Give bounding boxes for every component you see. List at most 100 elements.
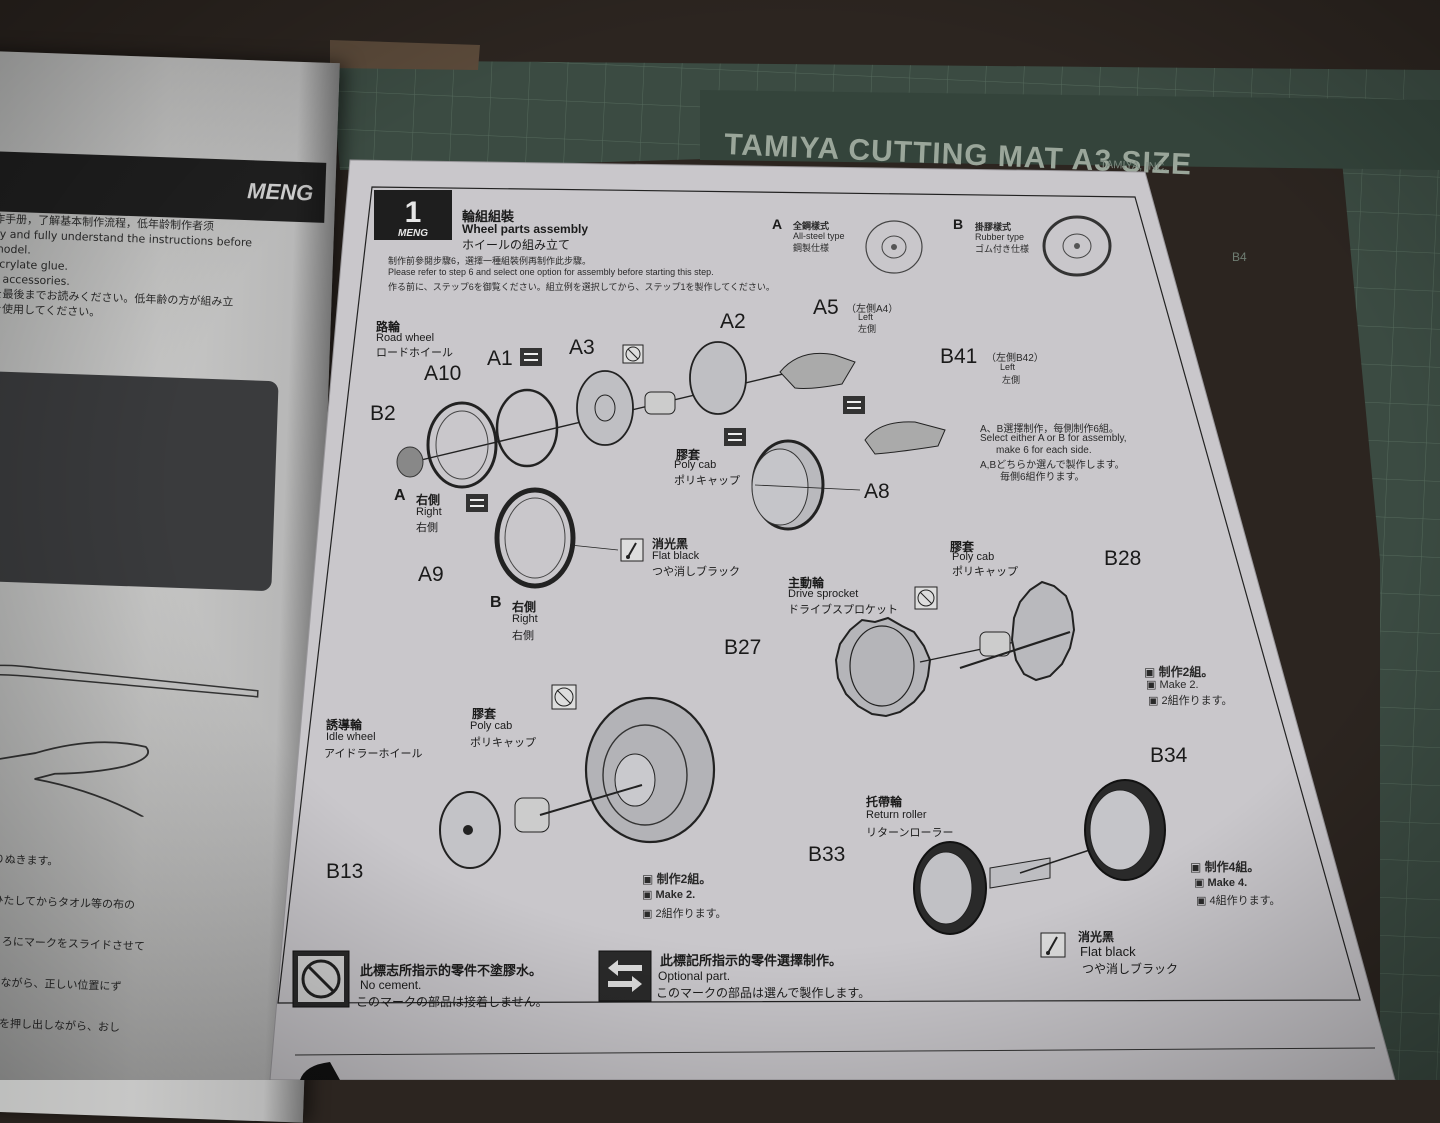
step-note-cn: 制作前參閱步驟6，選擇一種組裝例再制作此步驟。 bbox=[388, 256, 592, 266]
label-b28: B28 bbox=[1104, 547, 1142, 570]
part-a10-rim bbox=[426, 401, 498, 489]
right-b-en: Right bbox=[512, 613, 538, 625]
right-a-en: Right bbox=[416, 506, 442, 518]
option-b-letter: B bbox=[953, 216, 964, 232]
drive-sprocket-en: Drive sprocket bbox=[788, 588, 859, 600]
drive-sprocket-diagram bbox=[834, 580, 1076, 718]
flat-black-1-en: Flat black bbox=[652, 550, 700, 562]
label-b41-alt: （左側B42） bbox=[986, 353, 1044, 364]
poly-cab-1-en: Poly cab bbox=[674, 459, 717, 471]
return-roller-jp: リターンローラー bbox=[866, 827, 954, 839]
part-b2-cap bbox=[396, 446, 424, 478]
optional-part-icon bbox=[843, 396, 865, 414]
idle-wheel-cn: 誘導輪 bbox=[326, 718, 363, 732]
poly-cab-part bbox=[644, 391, 676, 415]
optional-part-icon bbox=[520, 348, 542, 366]
label-b41-jp: 左側 bbox=[1002, 375, 1021, 385]
step-title-en: Wheel parts assembly bbox=[462, 222, 589, 236]
make4-cn: ▣ 制作4組。 bbox=[1190, 860, 1260, 874]
option-a-cn: 全鋼樣式 bbox=[793, 221, 830, 231]
no-cement-icon bbox=[622, 344, 644, 364]
road-wheel-cn: 路輪 bbox=[376, 320, 401, 334]
label-b13: B13 bbox=[326, 860, 364, 883]
nippers-icon bbox=[0, 741, 149, 818]
option-b-jp: ゴム付き仕様 bbox=[975, 244, 1030, 254]
poly-cab-2-jp: ポリキャップ bbox=[952, 566, 1018, 578]
make2-a-cn: ▣ 制作2組。 bbox=[1144, 665, 1214, 679]
select-note-jp1: A,Bどちらか選んで製作します。 bbox=[980, 460, 1125, 471]
no-cement-legend-icon bbox=[292, 950, 350, 1008]
right-b-jp: 右側 bbox=[512, 630, 534, 642]
step-number: 1 bbox=[405, 196, 422, 229]
mat-size-tag: B4 bbox=[1232, 250, 1247, 264]
poly-cab-1-cn: 膠套 bbox=[676, 448, 701, 462]
label-b33: B33 bbox=[808, 843, 846, 866]
tweezers-icon bbox=[0, 664, 259, 698]
poly-cab-3-cn: 膠套 bbox=[472, 707, 497, 721]
make4-en: ▣ Make 4. bbox=[1194, 877, 1248, 889]
label-a9: A9 bbox=[418, 563, 444, 586]
make2-a-en: ▣ Make 2. bbox=[1146, 679, 1199, 691]
optional-part-icon bbox=[466, 494, 488, 512]
step-title-cn: 輪組組裝 bbox=[462, 209, 515, 224]
return-roller-en: Return roller bbox=[866, 809, 927, 821]
return-roller-diagram bbox=[913, 779, 1166, 935]
step-number-badge: 1 MENG bbox=[374, 190, 452, 240]
part-b41-arm bbox=[864, 421, 946, 455]
flat-black-2-en: Flat black bbox=[1080, 944, 1136, 959]
right-a-cn: 右側 bbox=[416, 493, 441, 507]
poly-cab-3-en: Poly cab bbox=[470, 720, 513, 732]
paint-brush-icon bbox=[1040, 932, 1066, 958]
flat-black-1-cn: 消光黑 bbox=[652, 537, 689, 551]
optional-jp: このマークの部品は選んで製作します。 bbox=[656, 986, 871, 1000]
step-note-en: Please refer to step 6 and select one op… bbox=[388, 267, 714, 277]
label-b41-en: Left bbox=[1000, 362, 1016, 372]
idle-wheel-jp: アイドラーホイール bbox=[324, 748, 423, 760]
label-a1: A1 bbox=[487, 347, 513, 370]
road-wheel-diagram bbox=[396, 341, 861, 589]
instruction-page: 1 MENG 輪組組裝 Wheel parts assembly ホイールの組み… bbox=[269, 159, 1396, 1080]
option-b-cn: 掛膠樣式 bbox=[975, 222, 1012, 232]
no-cement-icon bbox=[914, 586, 938, 610]
part-a5-arm bbox=[779, 352, 856, 389]
right-a-jp: 右側 bbox=[416, 522, 438, 534]
paint-brush-icon bbox=[620, 538, 644, 562]
make2-b-cn: ▣ 制作2組。 bbox=[642, 872, 712, 886]
make2-b-jp: ▣ 2組作ります。 bbox=[642, 908, 727, 920]
option-a-letter: A bbox=[772, 216, 783, 232]
right-b-cn: 右側 bbox=[512, 600, 537, 614]
road-wheel-en: Road wheel bbox=[376, 332, 435, 344]
label-a3: A3 bbox=[569, 336, 595, 359]
left-booklet-page: MENG 作手册，了解基本制作流程，低年龄制作者须 lly and fully … bbox=[0, 50, 340, 1123]
poly-cab-3-jp: ポリキャップ bbox=[470, 737, 536, 749]
part-a9-tire bbox=[494, 487, 576, 589]
label-a5: A5 bbox=[813, 296, 839, 319]
make2-b-en: ▣ Make 2. bbox=[642, 889, 696, 901]
return-roller-cn: 托帶輪 bbox=[866, 795, 903, 809]
label-a5-alt: （左側A4） bbox=[846, 304, 899, 315]
optional-part-icon bbox=[724, 428, 746, 446]
poly-cab-2-cn: 膠套 bbox=[950, 540, 975, 554]
step-note-jp: 作る前に、ステップ6を御覧ください。組立例を選択してから、ステップ1を製作してく… bbox=[388, 282, 775, 292]
flat-black-2-jp: つや消しブラック bbox=[1082, 962, 1179, 976]
label-a2: A2 bbox=[720, 310, 746, 333]
poly-cab-part bbox=[514, 797, 550, 833]
rubber-wheel-icon bbox=[1042, 215, 1112, 277]
part-a2-disc bbox=[689, 341, 747, 415]
meng-logo: MENG bbox=[398, 228, 428, 239]
make2-a-jp: ▣ 2組作ります。 bbox=[1148, 695, 1233, 707]
select-note-cn: A、B選擇制作，每側制作6組。 bbox=[980, 424, 1119, 435]
idle-wheel-en: Idle wheel bbox=[326, 731, 376, 743]
drive-sprocket-jp: ドライブスプロケット bbox=[788, 604, 898, 616]
label-a5-en: Left bbox=[858, 312, 874, 322]
label-a10: A10 bbox=[424, 362, 462, 385]
optional-en: Optional part. bbox=[658, 969, 731, 983]
optional-part-legend-icon bbox=[598, 950, 652, 1002]
part-b28-sprocket bbox=[1010, 580, 1076, 682]
label-b27: B27 bbox=[724, 636, 762, 659]
part-a3-hub bbox=[576, 370, 634, 446]
label-b34: B34 bbox=[1150, 744, 1188, 767]
no-cement-en: No cement. bbox=[360, 978, 422, 992]
idle-wheel-diagram bbox=[439, 696, 716, 869]
